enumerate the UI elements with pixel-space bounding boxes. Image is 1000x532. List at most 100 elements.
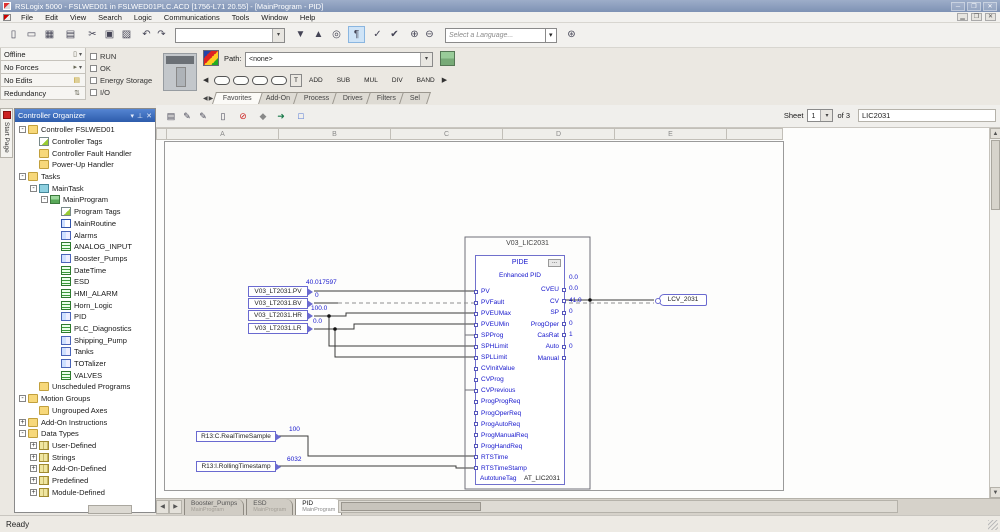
pin-connector[interactable] (474, 455, 478, 460)
rswho-icon[interactable] (203, 50, 219, 66)
controller-status-row[interactable]: Redundancy ⇅ (0, 87, 86, 100)
tree-item[interactable]: Horn_Logic (15, 299, 155, 311)
pin-connector[interactable] (562, 299, 566, 304)
pin-connector[interactable] (562, 322, 566, 327)
tree-item[interactable]: - MainProgram (15, 194, 155, 206)
tree-expand-toggle[interactable]: - (19, 430, 26, 438)
block-input-pin[interactable]: CVProg (474, 374, 564, 385)
block-input-pin[interactable]: SPLLimit (474, 352, 564, 363)
tree-item[interactable]: + Module-Defined (15, 486, 155, 498)
block-tag[interactable]: V03_LIC2031 (506, 240, 549, 247)
language-icon[interactable]: ⊛ (567, 29, 576, 40)
tree-expand-toggle[interactable] (30, 138, 37, 145)
pin-connector[interactable] (474, 422, 478, 427)
canvas-vscrollbar[interactable]: ▲ ▼ (989, 128, 1000, 498)
block-input-pin[interactable]: PVEUMax (474, 308, 564, 319)
find-previous-icon[interactable]: ▲ (313, 29, 324, 40)
new-sheet-icon[interactable]: ▯ (220, 111, 226, 121)
input-reference[interactable]: V03_LT2031.HR (248, 310, 313, 321)
tree-expand-toggle[interactable] (52, 255, 59, 262)
verify-controller-icon[interactable]: ✔ (390, 29, 399, 40)
delete-sheet-icon[interactable]: ⊘ (239, 111, 247, 121)
block-output-pin[interactable]: CVEU (476, 284, 566, 295)
zoom-out-icon[interactable]: ⊖ (425, 29, 434, 40)
block-output-pin[interactable]: CasRat (476, 330, 566, 341)
pin-connector[interactable] (474, 388, 478, 393)
pin-connector[interactable] (562, 344, 566, 349)
chevron-down-icon[interactable]: ▾ (78, 51, 82, 58)
tree-expand-toggle[interactable] (52, 302, 59, 309)
instruction-button[interactable]: DIV (391, 76, 403, 84)
instruction-shape-button[interactable] (214, 75, 230, 85)
tree-expand-toggle[interactable] (52, 372, 59, 379)
tabs-scroll-right-icon[interactable]: ▶ (208, 96, 214, 102)
tree-item[interactable]: + Add-On Instructions (15, 416, 155, 428)
tree-item[interactable]: - Tasks (15, 171, 155, 183)
instruction-button[interactable]: BAND (416, 76, 435, 84)
pin-connector[interactable] (474, 366, 478, 371)
tree-item[interactable]: PID (15, 311, 155, 323)
tree-expand-toggle[interactable] (52, 348, 59, 355)
block-output-pin[interactable]: SP (476, 307, 566, 318)
input-reference[interactable]: V03_LT2031.PV (248, 286, 313, 297)
resize-grip[interactable] (988, 520, 998, 530)
tree-expand-toggle[interactable]: + (30, 488, 37, 496)
pin-icon[interactable]: ⊥ (137, 112, 144, 120)
tree-expand-toggle[interactable]: - (41, 196, 48, 204)
tree-item[interactable]: MainRoutine (15, 218, 155, 230)
find-icon[interactable]: ◎ (332, 29, 341, 40)
block-input-pin[interactable]: ProgHandReq (474, 441, 564, 452)
tree-expand-toggle[interactable] (30, 407, 37, 414)
tree-expand-toggle[interactable] (30, 383, 37, 390)
tabs-scroll-right-icon[interactable]: ▶ (169, 500, 182, 514)
tree-expand-toggle[interactable] (52, 278, 59, 285)
text-tool-button[interactable]: T (290, 73, 302, 87)
pin-connector[interactable] (562, 333, 566, 338)
pin-connector[interactable] (474, 377, 478, 382)
block-input-pin[interactable]: ProgAutoReq (474, 419, 564, 430)
tree-expand-toggle[interactable] (30, 150, 37, 157)
zoom-in-icon[interactable]: ⊕ (410, 29, 419, 40)
paste-icon[interactable]: ▨ (121, 29, 132, 40)
tree-item[interactable]: + User-Defined (15, 440, 155, 452)
tree-expand-toggle[interactable] (52, 208, 59, 215)
tree-expand-toggle[interactable] (52, 313, 59, 320)
block-input-pin[interactable]: PVEUMin (474, 319, 564, 330)
tree-expand-toggle[interactable] (52, 220, 59, 227)
verify-routine-icon[interactable]: ✓ (373, 29, 382, 40)
open-icon[interactable]: ▭ (26, 29, 37, 40)
instruction-tab[interactable]: Favorites (212, 92, 263, 104)
copy-icon[interactable]: ▣ (104, 29, 115, 40)
path-combo[interactable]: <none>▾ (245, 52, 433, 67)
tree-expand-toggle[interactable]: - (19, 395, 26, 403)
menu-item[interactable]: Help (299, 12, 316, 22)
sheet-list-icon[interactable]: ▤ (166, 111, 176, 121)
copy-sheet-icon[interactable]: ✎ (199, 111, 207, 121)
tree-expand-toggle[interactable] (52, 232, 59, 239)
chevron-down-icon[interactable]: ▾ (272, 29, 284, 42)
block-input-pin[interactable]: SPHLimit (474, 341, 564, 352)
tree-expand-toggle[interactable] (52, 267, 59, 274)
pin-connector[interactable] (474, 399, 478, 404)
block-output-pin[interactable]: CV (476, 295, 566, 306)
language-select[interactable]: Select a Language... (445, 28, 557, 43)
block-input-pin[interactable]: SPProg (474, 330, 564, 341)
hscroll-thumb[interactable] (341, 502, 481, 511)
new-icon[interactable]: ▯ (10, 29, 17, 40)
block-input-pin[interactable]: ProgOperReq (474, 408, 564, 419)
input-reference[interactable]: R13:C.RealTimeSample (196, 431, 281, 442)
child-restore-button[interactable]: ❐ (971, 13, 982, 21)
sheet-number-combo[interactable]: 1▾ (807, 109, 834, 122)
tree-expand-toggle[interactable] (52, 360, 59, 367)
instruction-button[interactable]: MUL (364, 76, 378, 84)
block-input-pin[interactable]: RTSTimeStamp (474, 463, 564, 474)
network-browse-icon[interactable] (440, 51, 455, 66)
tree-expand-toggle[interactable]: + (19, 418, 26, 426)
chevron-down-icon[interactable]: ▾ (545, 28, 557, 43)
tab-start-page[interactable]: Start Page (0, 108, 13, 158)
select-box-icon[interactable]: □ (298, 111, 304, 121)
tree-item[interactable]: ANALOG_INPUT (15, 241, 155, 253)
maximize-button[interactable]: ❐ (967, 1, 981, 11)
minimize-button[interactable]: ─ (951, 1, 965, 11)
block-input-pin[interactable]: PVFault (474, 297, 564, 308)
